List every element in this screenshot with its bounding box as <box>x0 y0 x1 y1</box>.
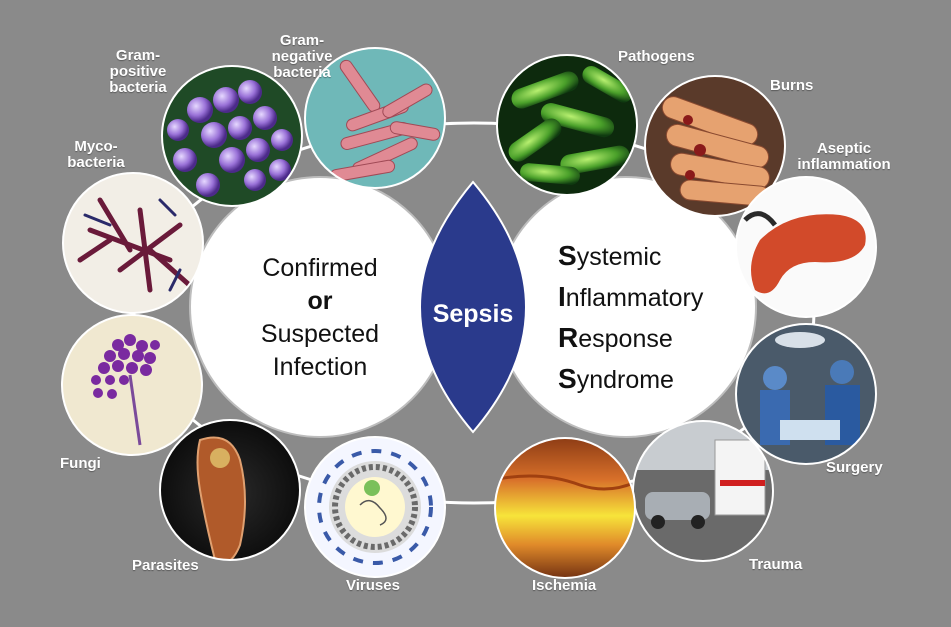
infection-line-2: or <box>220 285 420 318</box>
sirs-line-systemic: Systemic <box>558 236 703 277</box>
sirs-line-response: Response <box>558 318 703 359</box>
label-burns: Burns <box>770 78 813 94</box>
mycobacteria-image <box>60 170 210 320</box>
infection-text: Confirmed or Suspected Infection <box>220 252 420 384</box>
infection-line-3: Suspected <box>220 318 420 351</box>
sepsis-label: Sepsis <box>426 300 520 329</box>
label-pathogens: Pathogens <box>618 49 695 65</box>
infection-line-1: Confirmed <box>220 252 420 285</box>
infection-line-4: Infection <box>220 351 420 384</box>
sirs-line-syndrome: Syndrome <box>558 359 703 400</box>
label-ischemia: Ischemia <box>532 578 596 594</box>
label-trauma: Trauma <box>749 557 802 573</box>
label-mycobacteria: Myco-bacteria <box>56 139 136 171</box>
parasites-image <box>155 418 305 568</box>
label-viruses: Viruses <box>346 578 400 594</box>
label-parasites: Parasites <box>132 558 199 574</box>
viruses-image <box>300 432 450 582</box>
sirs-line-inflammatory: Inflammatory <box>558 277 703 318</box>
label-fungi: Fungi <box>60 456 101 472</box>
sirs-text: Systemic Inflammatory Response Syndrome <box>558 236 703 400</box>
label-surgery: Surgery <box>826 460 883 476</box>
